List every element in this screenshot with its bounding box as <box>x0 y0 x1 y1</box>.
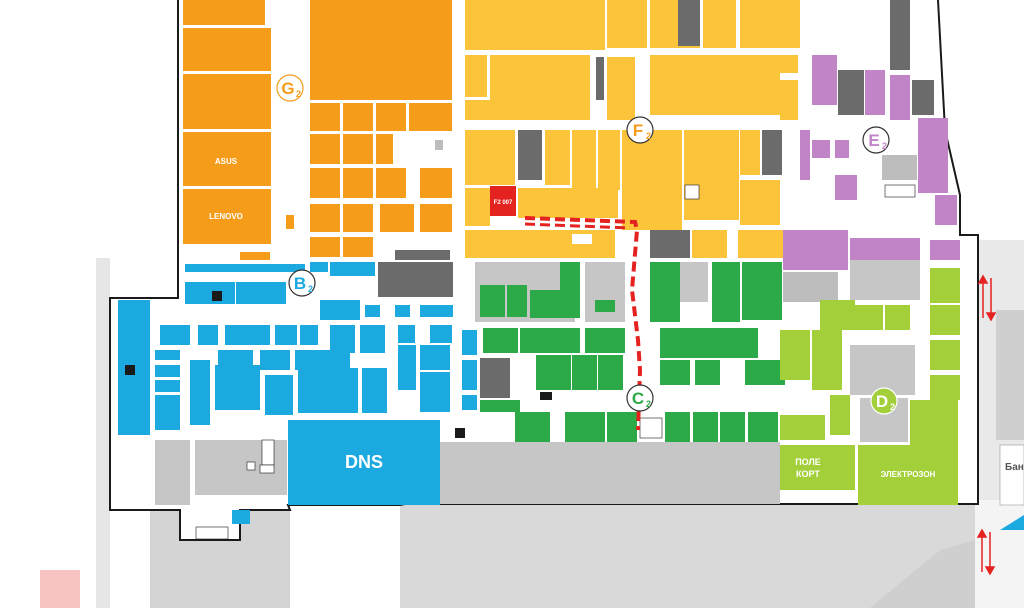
zone-marker-circle <box>870 387 898 415</box>
zone-e2-stores <box>783 0 960 302</box>
edge-label-right: Бан <box>1005 462 1024 473</box>
escalator-arrows-bottom <box>976 528 996 576</box>
store-asus[interactable] <box>183 132 271 186</box>
zone-marker-sub: 2 <box>882 141 887 151</box>
store-label-dns: DNS <box>345 452 383 472</box>
zone-marker-sub: 2 <box>890 402 895 412</box>
zone-marker-sub: 2 <box>308 284 313 294</box>
zone-marker-circle <box>276 74 304 102</box>
zone-c2-stores <box>440 262 785 504</box>
zone-marker-circle <box>288 269 316 297</box>
zone-marker-sub: 2 <box>646 131 651 141</box>
zone-d2-stores <box>780 260 960 505</box>
store-lenovo[interactable] <box>183 189 271 244</box>
zone-f2-stores <box>465 0 800 258</box>
store-label-elektrozon: ЭЛЕКТРОЗОН <box>881 470 936 479</box>
zone-marker-circle <box>862 126 890 154</box>
zone-b2-stores <box>118 262 477 524</box>
store-elektrozon[interactable] <box>858 445 958 505</box>
zone-marker-sub: 2 <box>296 89 301 99</box>
route-path <box>524 216 643 431</box>
store-dns[interactable] <box>288 420 440 505</box>
zone-marker-letter: F <box>633 121 643 140</box>
zone-marker-letter: G <box>281 79 294 98</box>
store-label-lenovo: LENOVO <box>209 212 243 221</box>
store-label-asus: ASUS <box>215 157 238 166</box>
store-f2-007[interactable] <box>490 186 516 216</box>
zone-marker-letter: D <box>876 392 888 411</box>
zone-marker-letter: C <box>632 389 644 408</box>
zone-g2-stores <box>183 0 452 260</box>
escalator-arrows-top <box>977 274 997 322</box>
zone-marker-sub: 2 <box>646 399 651 409</box>
store-label-f2-007: F2 007 <box>494 200 513 206</box>
store-polekort[interactable] <box>780 445 855 490</box>
store-label-polekort-2: КОРТ <box>796 469 820 479</box>
zone-marker-letter: E <box>868 131 879 150</box>
zone-marker-circle <box>626 116 654 144</box>
store-label-polekort-1: ПОЛЕ <box>795 457 821 467</box>
zone-marker-circle <box>626 384 654 412</box>
zone-marker-letter: B <box>294 274 306 293</box>
